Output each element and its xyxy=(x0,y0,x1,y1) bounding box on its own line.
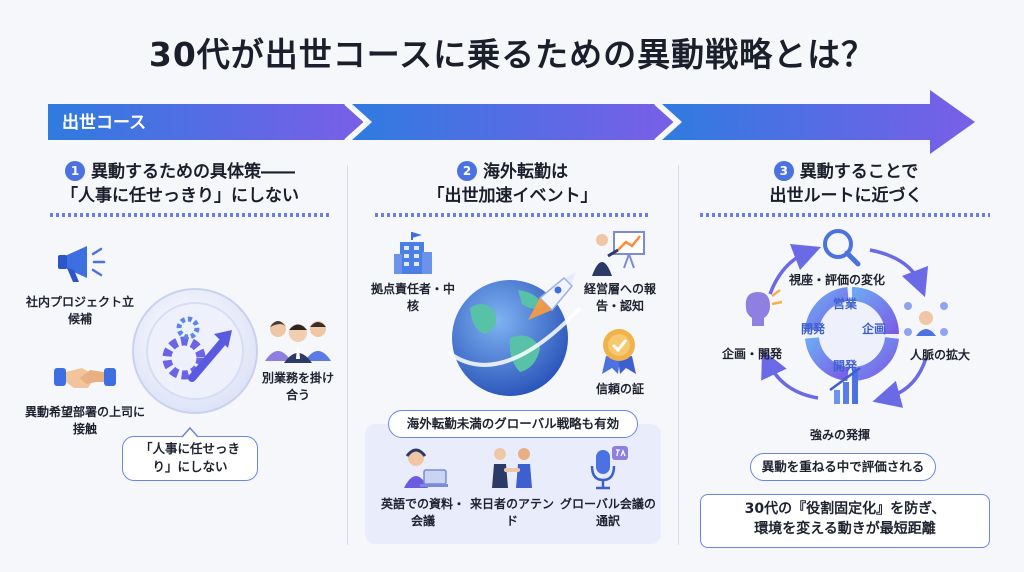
megaphone-icon xyxy=(58,246,106,282)
interpret-label: グローバル会議の通訳 xyxy=(560,497,656,528)
heading-underline xyxy=(50,213,330,217)
panel-title: 海外転勤未満のグローバル戦略も有効 xyxy=(388,410,638,438)
bubble-tail xyxy=(181,427,199,438)
office-building-icon xyxy=(394,232,432,274)
evaluation-pill: 異動を重ねる中で評価される xyxy=(750,453,936,481)
planning-label: 企画・開発 xyxy=(721,347,782,361)
view-label: 視座・評価の変化 xyxy=(788,273,885,287)
presentation-icon xyxy=(592,231,645,276)
step-number-badge: 1 xyxy=(65,161,85,181)
career-cycle-diagram xyxy=(745,229,948,408)
inner-dev-label: 開発 xyxy=(832,359,857,373)
progress-arrow xyxy=(48,90,975,154)
inner-dev2-label: 開発 xyxy=(800,322,825,336)
step-number-badge: 2 xyxy=(457,161,477,181)
team-people-icon xyxy=(265,321,331,363)
heading-underline xyxy=(375,213,650,217)
inner-plan-label: 企画 xyxy=(861,322,886,336)
speech-bubble: 「人事に任せっきり」にしない xyxy=(122,436,258,481)
globe-rocket-icon xyxy=(446,272,582,396)
video-meeting-icon xyxy=(404,448,448,488)
handshake-icon xyxy=(54,368,116,388)
microphone-translate-icon xyxy=(590,446,628,490)
greeting-people-icon xyxy=(492,448,532,488)
course-label: 出世コース xyxy=(62,113,147,133)
page-title: 30代が出世コースに乗るための異動戦略とは？ xyxy=(148,35,876,74)
column-divider xyxy=(347,165,348,545)
growth-gear-icon xyxy=(132,288,258,414)
step-number-badge: 3 xyxy=(773,161,794,181)
medal-badge-icon xyxy=(602,329,636,374)
trust-label: 信頼の証 xyxy=(595,382,644,396)
hub-label: 拠点責任者・中核 xyxy=(370,282,455,313)
heading-underline xyxy=(700,213,990,217)
column-divider xyxy=(678,165,679,545)
network-label: 人脈の拡大 xyxy=(909,348,970,362)
conclusion-box: 30代の『役割固定化』を防ぎ、 環境を変える動きが最短距離 xyxy=(700,494,990,548)
project-label: 社内プロジェクト立候補 xyxy=(25,295,134,326)
contact-label: 異動希望部署の上司に接触 xyxy=(25,405,146,436)
report-label: 経営層への報告・認知 xyxy=(583,282,656,313)
attend-label: 来日者のアテンド xyxy=(469,497,554,528)
inner-sales-label: 営業 xyxy=(832,297,857,311)
strength-label: 強みの発揮 xyxy=(809,428,870,442)
side-job-label: 別業務を掛け合う xyxy=(262,371,335,402)
english-label: 英語での資料・会議 xyxy=(380,497,465,528)
